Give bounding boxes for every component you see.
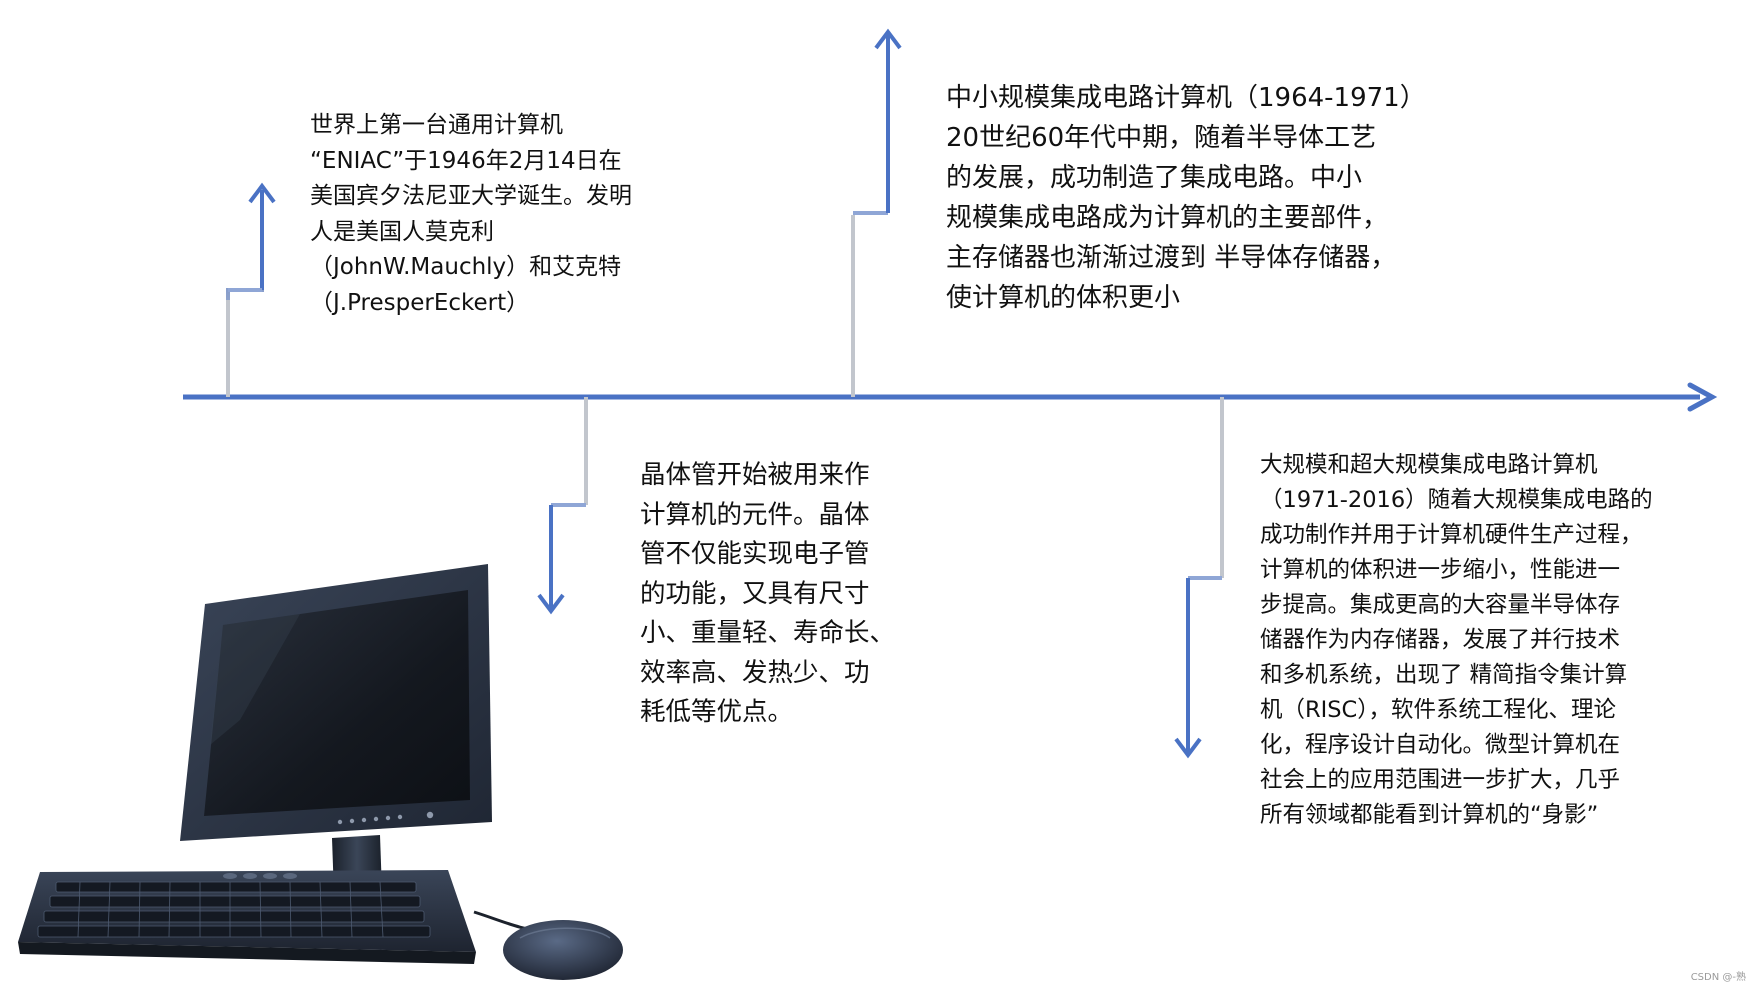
timeline-arrow-head: [1687, 382, 1718, 412]
lsi-line: 成功制作并用于计算机硬件生产过程，: [1260, 522, 1643, 548]
lsi-line: 机（RISC），软件系统工程化、理论: [1260, 697, 1617, 723]
connector-lsi: [1174, 397, 1224, 759]
ic-line: 规模集成电路成为计算机的主要部件，: [946, 203, 1389, 233]
transistor-line: 晶体管开始被用来作: [640, 460, 870, 490]
eniac-line: 人是美国人莫克利: [310, 218, 494, 245]
ic-line: 主存储器也渐渐过渡到 半导体存储器，: [946, 243, 1397, 273]
lsi-line: 大规模和超大规模集成电路计算机: [1260, 452, 1598, 478]
arrow-up-head: [874, 28, 902, 50]
arrow-down-head: [1174, 737, 1202, 759]
eniac-line: 美国宾夕法尼亚大学诞生。发明: [310, 183, 632, 209]
lsi-line: 计算机的体积进一步缩小，性能进一: [1260, 557, 1621, 583]
eniac-line: （J.PresperEckert）: [310, 289, 530, 316]
ic-line: 使计算机的体积更小: [946, 283, 1181, 313]
lsi-computer-description: 大规模和超大规模集成电路计算机 （1971-2016）随着大规模集成电路的 成功…: [1260, 448, 1653, 833]
main-timeline-axis: [183, 382, 1718, 412]
monitor-buttons: [337, 811, 434, 825]
eniac-line: （JohnW.Mauchly）和艾克特: [310, 254, 622, 280]
eniac-line: 世界上第一台通用计算机: [310, 112, 563, 138]
transistor-line: 管不仅能实现电子管: [640, 539, 870, 569]
computer-illustration: [18, 564, 623, 980]
lsi-line: （1971-2016）随着大规模集成电路的: [1260, 487, 1653, 513]
ic-line: 的发展，成功制造了集成电路。中小: [946, 163, 1363, 193]
transistor-line: 小、重量轻、寿命长、: [640, 618, 896, 648]
ic-line: 中小规模集成电路计算机（1964-1971）: [946, 83, 1426, 113]
eniac-line: “ENIAC”于1946年2月14日在: [310, 147, 622, 174]
ic-computer-description: 中小规模集成电路计算机（1964-1971） 20世纪60年代中期，随着半导体工…: [946, 78, 1426, 318]
ic-line: 20世纪60年代中期，随着半导体工艺: [946, 123, 1377, 153]
arrow-down-head: [537, 593, 565, 615]
keyboard: [18, 870, 476, 964]
lsi-line: 储器作为内存储器，发展了并行技术: [1260, 627, 1621, 653]
arrow-up-head: [248, 182, 276, 204]
lsi-line: 步提高。集成更高的大容量半导体存: [1260, 592, 1621, 618]
connector-ic: [851, 28, 902, 397]
lsi-line: 社会上的应用范围进一步扩大，几乎: [1260, 767, 1621, 793]
lsi-line: 化，程序设计自动化。微型计算机在: [1260, 732, 1621, 758]
connector-transistor: [537, 397, 588, 615]
transistor-line: 耗低等优点。: [640, 697, 794, 727]
lsi-line: 和多机系统，出现了 精简指令集计算: [1260, 662, 1628, 688]
mouse: [503, 920, 623, 980]
transistor-line: 计算机的元件。晶体: [640, 499, 870, 530]
monitor: [180, 564, 492, 841]
transistor-description: 晶体管开始被用来作 计算机的元件。晶体 管不仅能实现电子管 的功能，又具有尺寸 …: [640, 456, 895, 733]
eniac-description: 世界上第一台通用计算机 “ENIAC”于1946年2月14日在 美国宾夕法尼亚大…: [310, 108, 632, 321]
watermark: CSDN @-熟: [1690, 972, 1746, 983]
transistor-line: 的功能，又具有尺寸: [640, 578, 870, 609]
transistor-line: 效率高、发热少、功: [640, 657, 870, 688]
lsi-line: 所有领域都能看到计算机的“身影”: [1260, 802, 1599, 828]
connector-eniac: [226, 182, 276, 397]
